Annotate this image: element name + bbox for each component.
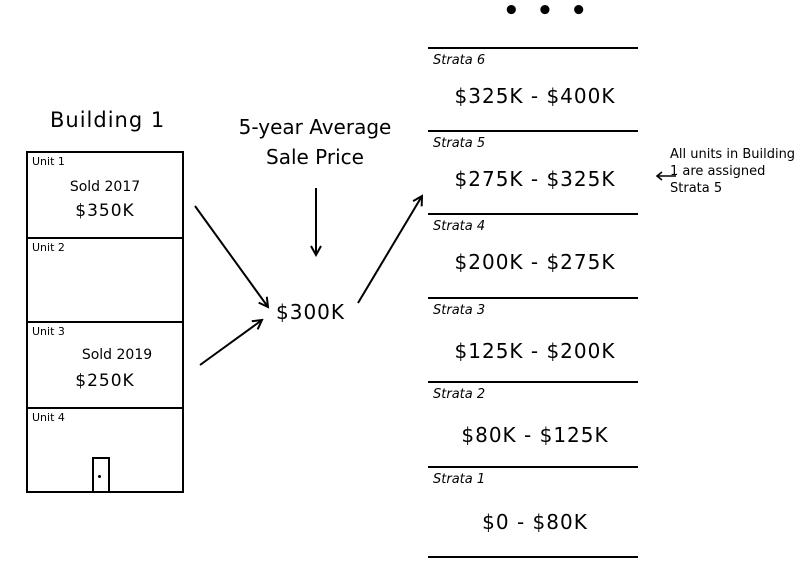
building: Unit 1 Sold 2017 $350K Unit 2 Unit 3 Sol… — [26, 151, 184, 493]
door-knob — [98, 475, 101, 478]
strata-divider — [428, 297, 638, 299]
strata-label: Strata 6 — [433, 53, 486, 68]
unit-label: Unit 2 — [32, 241, 65, 254]
strata-divider — [428, 47, 638, 49]
arrow-unit1-to-average — [194, 205, 268, 307]
strata-label: Strata 5 — [433, 136, 486, 151]
strata-label: Strata 3 — [433, 303, 486, 318]
unit-label: Unit 4 — [32, 411, 65, 424]
strata-divider — [428, 381, 638, 383]
average-price-label: 5-year Average Sale Price — [238, 115, 392, 169]
strata-divider — [428, 130, 638, 132]
unit-sale-price: $350K — [75, 201, 135, 221]
strata-divider — [428, 466, 638, 468]
strata-label: Strata 1 — [433, 472, 486, 487]
unit-4: Unit 4 — [28, 409, 182, 491]
strata-range: $125K - $200K — [454, 339, 616, 363]
strata-range: $80K - $125K — [461, 423, 609, 447]
unit-1: Unit 1 Sold 2017 $350K — [28, 153, 182, 239]
strata-range: $200K - $275K — [454, 250, 616, 274]
unit-3: Unit 3 Sold 2019 $250K — [28, 323, 182, 409]
strata-range: $325K - $400K — [454, 84, 616, 108]
arrow-note-to-strata5-head — [655, 171, 663, 181]
strata-range: $0 - $80K — [482, 510, 588, 534]
building-title: Building 1 — [50, 108, 166, 132]
unit-sale-price: $250K — [75, 371, 135, 391]
unit-label: Unit 1 — [32, 155, 65, 168]
assignment-note: All units in Building 1 are assigned Str… — [670, 147, 796, 196]
strata-label: Strata 4 — [433, 219, 486, 234]
strata-label: Strata 2 — [433, 387, 486, 402]
average-price-value: $300K — [276, 300, 346, 324]
unit-sold-year: Sold 2019 — [81, 347, 153, 363]
arrow-unit3-to-average — [199, 320, 262, 366]
strata-divider — [428, 556, 638, 558]
continuation-ellipsis: • • • — [503, 0, 591, 26]
strata-divider — [428, 213, 638, 215]
arrow-average-to-strata5 — [357, 196, 422, 304]
strata-range: $275K - $325K — [454, 167, 616, 191]
unit-sold-year: Sold 2017 — [69, 179, 141, 195]
door-icon — [92, 457, 110, 491]
unit-label: Unit 3 — [32, 325, 65, 338]
unit-2: Unit 2 — [28, 239, 182, 323]
